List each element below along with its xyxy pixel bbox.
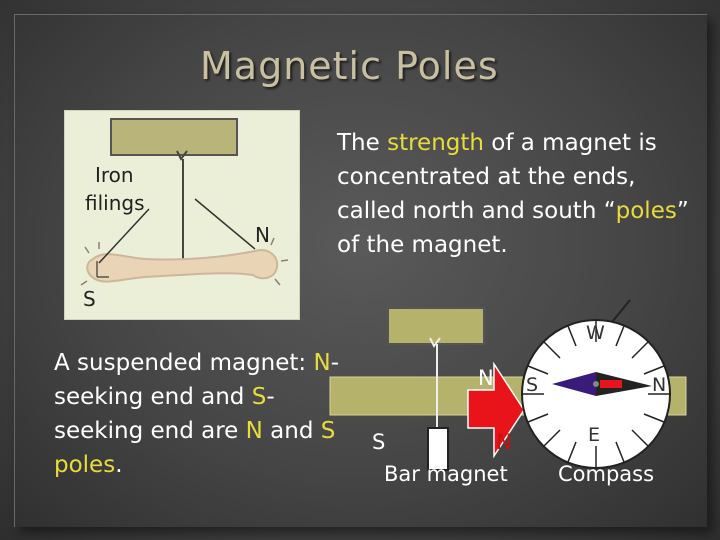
bar-label-n-bottom: N bbox=[496, 430, 512, 454]
compass-label-e: E bbox=[588, 424, 601, 446]
label-photo-n: N bbox=[255, 223, 270, 247]
text-span: . bbox=[115, 452, 123, 478]
text-span: A suspended magnet: bbox=[54, 350, 314, 376]
magnet-south-half bbox=[427, 427, 449, 471]
compass-needle-north bbox=[596, 372, 652, 396]
iron-filings-pointer bbox=[98, 208, 150, 264]
highlight-poles: poles bbox=[615, 198, 677, 224]
suspended-magnet-illustration bbox=[80, 118, 289, 286]
text-span: -seeking end and bbox=[54, 350, 340, 410]
photo-support-block bbox=[110, 118, 238, 156]
text-span: “ bbox=[603, 198, 616, 224]
photo-bar-magnet bbox=[86, 249, 279, 283]
slide-title: Magnetic Poles bbox=[200, 44, 499, 88]
highlight-n-pole: N bbox=[245, 418, 263, 444]
compass-label-n: N bbox=[652, 374, 667, 396]
magnet-north-arrow bbox=[467, 361, 525, 459]
text-span: The bbox=[337, 130, 388, 156]
text-span: ” of the magnet. bbox=[337, 198, 689, 258]
bar-label-n-top: N bbox=[478, 366, 494, 390]
compass-needle-south bbox=[552, 372, 596, 396]
label-iron: Iron bbox=[95, 163, 134, 187]
photo-hook bbox=[176, 150, 188, 161]
highlight-s-poles: S poles bbox=[54, 418, 336, 478]
hook bbox=[429, 337, 441, 348]
highlight-s: S bbox=[251, 384, 267, 410]
text-span: of a magnet is concentrated at the ends,… bbox=[337, 130, 657, 224]
text-span: and bbox=[262, 418, 321, 444]
compass-label-s: S bbox=[526, 374, 539, 396]
support-block bbox=[387, 307, 485, 345]
compass-label-w: W bbox=[586, 322, 605, 344]
suspended-magnet-photo: Iron filings N S bbox=[64, 110, 300, 320]
label-photo-s: S bbox=[83, 287, 96, 311]
text-span: -seeking end are bbox=[54, 384, 275, 444]
compass-caption: Compass bbox=[558, 462, 655, 486]
compass-ticks bbox=[522, 320, 670, 468]
highlight-n: N bbox=[313, 350, 331, 376]
n-pole-pointer bbox=[194, 198, 256, 250]
compass-pointer-line bbox=[611, 299, 631, 323]
compass-pivot bbox=[593, 381, 599, 387]
compass-needle-red-mark bbox=[600, 380, 622, 388]
label-filings: filings bbox=[85, 191, 145, 215]
photo-iron-filings-bits bbox=[80, 237, 289, 286]
highlight-strength: strength bbox=[387, 130, 484, 156]
bar-label-s: S bbox=[372, 430, 386, 454]
bar-magnet-caption: Bar magnet bbox=[384, 462, 508, 486]
suspended-magnet-description: A suspended magnet: N-seeking end and S-… bbox=[54, 346, 344, 482]
slide-frame bbox=[14, 14, 707, 527]
strength-description: The strength of a magnet is concentrated… bbox=[337, 126, 697, 262]
